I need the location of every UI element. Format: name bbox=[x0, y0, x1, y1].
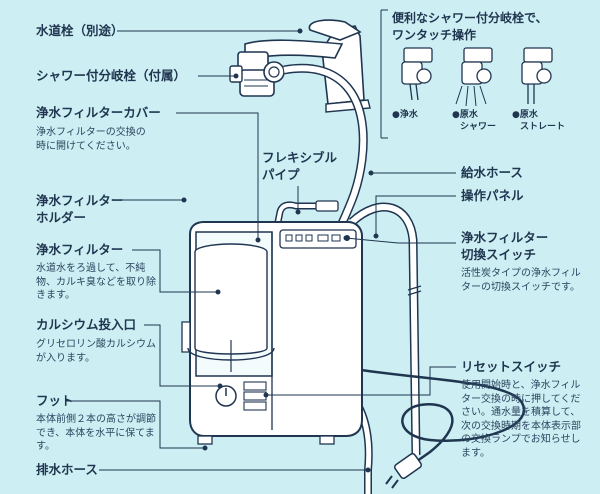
inset-mode-2-line2: シャワー bbox=[460, 122, 497, 132]
reset-switch-illustration bbox=[243, 381, 267, 411]
label-supply-hose: 給水ホース bbox=[461, 165, 523, 180]
inset-mode-1-line1: ●浄水 bbox=[392, 110, 418, 120]
supply-hose bbox=[349, 204, 419, 456]
power-plug bbox=[385, 452, 422, 489]
label-reset-switch: リセットスイッチ bbox=[461, 359, 562, 374]
inset-valve-2 bbox=[455, 47, 493, 107]
inset-box bbox=[380, 9, 388, 139]
label-drain-hose: 排水ホース bbox=[36, 462, 98, 477]
inset-mode-3-line2: ストレート bbox=[520, 122, 566, 132]
label-flexible-pipe-1: フレキシブル bbox=[262, 150, 338, 165]
label-foot: フット bbox=[36, 393, 74, 408]
label-control-panel: 操作パネル bbox=[461, 188, 524, 203]
flexible-pipe bbox=[272, 200, 339, 233]
shower-valve bbox=[229, 51, 285, 97]
label-filter-holder-1: 浄水フィルター bbox=[36, 193, 124, 208]
desc-filter-cover: 浄水フィルターの交換の時に開けてください。 bbox=[36, 127, 146, 152]
valve-hose bbox=[283, 65, 367, 230]
label-filter-switch-2: 切換スイッチ bbox=[461, 247, 537, 262]
calcium-dial bbox=[215, 385, 237, 407]
label-filter-switch-1: 浄水フィルター bbox=[461, 230, 549, 245]
power-cord bbox=[347, 366, 526, 468]
desc-reset: 使用開始時と、浄水フィルター交換の時に押してください。通水量を積算して、次の交換… bbox=[461, 380, 581, 459]
inset-title-2: ワンタッチ操作 bbox=[392, 28, 477, 42]
label-faucet: 水道栓（別途） bbox=[36, 23, 124, 38]
inset-valve-1 bbox=[401, 47, 433, 101]
inset-valve-3 bbox=[521, 47, 553, 104]
leader-lines bbox=[66, 28, 456, 473]
faucet bbox=[244, 19, 371, 113]
label-shower-valve: シャワー付分岐栓（付属） bbox=[36, 68, 187, 83]
label-calcium-inlet: カルシウム投入口 bbox=[36, 317, 137, 332]
label-flexible-pipe-2: パイプ bbox=[262, 167, 300, 182]
inset-mode-3-line1: ●原水 bbox=[512, 110, 538, 120]
desc-calcium: グリセロリン酸カルシウムが入ります。 bbox=[36, 339, 156, 364]
control-panel-illustration bbox=[279, 229, 357, 249]
inset-title-1: 便利なシャワー付分岐栓で、 bbox=[392, 11, 548, 25]
desc-filter: 水道水をろ過して、不純物、カルキ臭などを取り除きます。 bbox=[36, 263, 156, 301]
label-filter: 浄水フィルター bbox=[36, 242, 124, 257]
inset-mode-2-line1: ●原水 bbox=[452, 110, 478, 120]
desc-filter-switch: 活性炭タイプの浄水フィルターの切換スイッチです。 bbox=[461, 268, 581, 293]
label-filter-cover: 浄水フィルターカバー bbox=[36, 105, 161, 120]
label-filter-holder-2: ホルダー bbox=[36, 210, 87, 225]
filter-cartridge bbox=[187, 243, 275, 372]
desc-foot: 本体前側２本の高さが調節でき、本体を水平に保てます。 bbox=[36, 414, 156, 452]
